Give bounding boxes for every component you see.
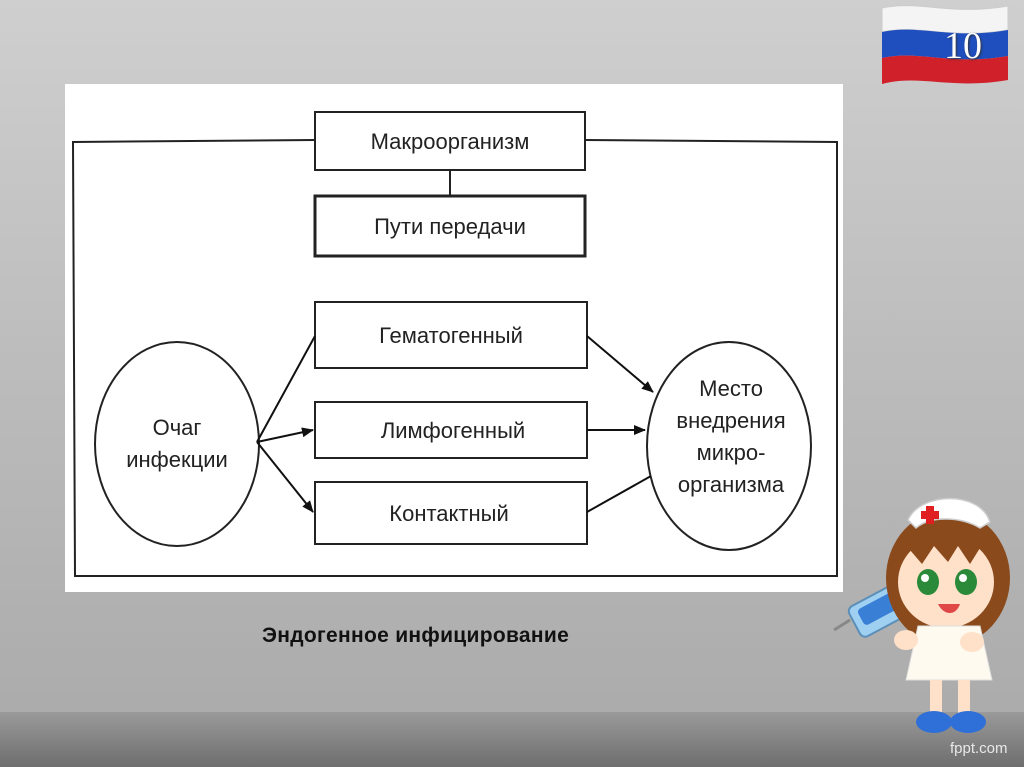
bottom-bar [0,712,1024,767]
contact-label: Контактный [389,501,508,526]
arrow-focus-contact [256,441,314,513]
contact-box [314,481,588,545]
endogenous-infection-diagram: Макроорганизм Пути передачи Гематогенный… [71,111,838,577]
macroorganism-box [314,111,586,171]
lymphogenous-label: Лимфогенный [381,418,525,443]
entry-label-line2: внедрения [676,408,785,433]
routes-box [313,194,587,258]
diagram-panel: Макроорганизм Пути передачи Гематогенный… [65,84,843,592]
lymphogenous-box [314,401,588,459]
entry-label-line4: организма [678,472,785,497]
hematogenous-label: Гематогенный [379,323,523,348]
outer-frame-line [71,139,838,577]
macroorganism-label: Макроорганизм [371,129,530,154]
focus-label-line2: инфекции [126,447,228,472]
entry-label-line1: Место [699,376,763,401]
focus-label-line1: Очаг [153,415,202,440]
arrow-contact-entry [586,475,652,513]
russian-flag-icon [881,5,1009,84]
arrow-focus-hematogenous [256,335,316,443]
routes-label: Пути передачи [374,214,526,239]
entry-label-line3: микро- [697,440,766,465]
nurse-mascot-illustration [833,497,1010,733]
fppt-watermark: fppt.com [950,740,1008,757]
arrow-focus-lymphogenous [256,427,314,443]
arrow-hematogenous-entry [586,335,654,393]
hematogenous-box [314,301,588,369]
slide-number: 10 [944,25,982,67]
diagram-caption: Эндогенное инфицирование [262,624,570,647]
infection-focus-ellipse [94,341,260,547]
entry-site-ellipse [646,341,812,551]
